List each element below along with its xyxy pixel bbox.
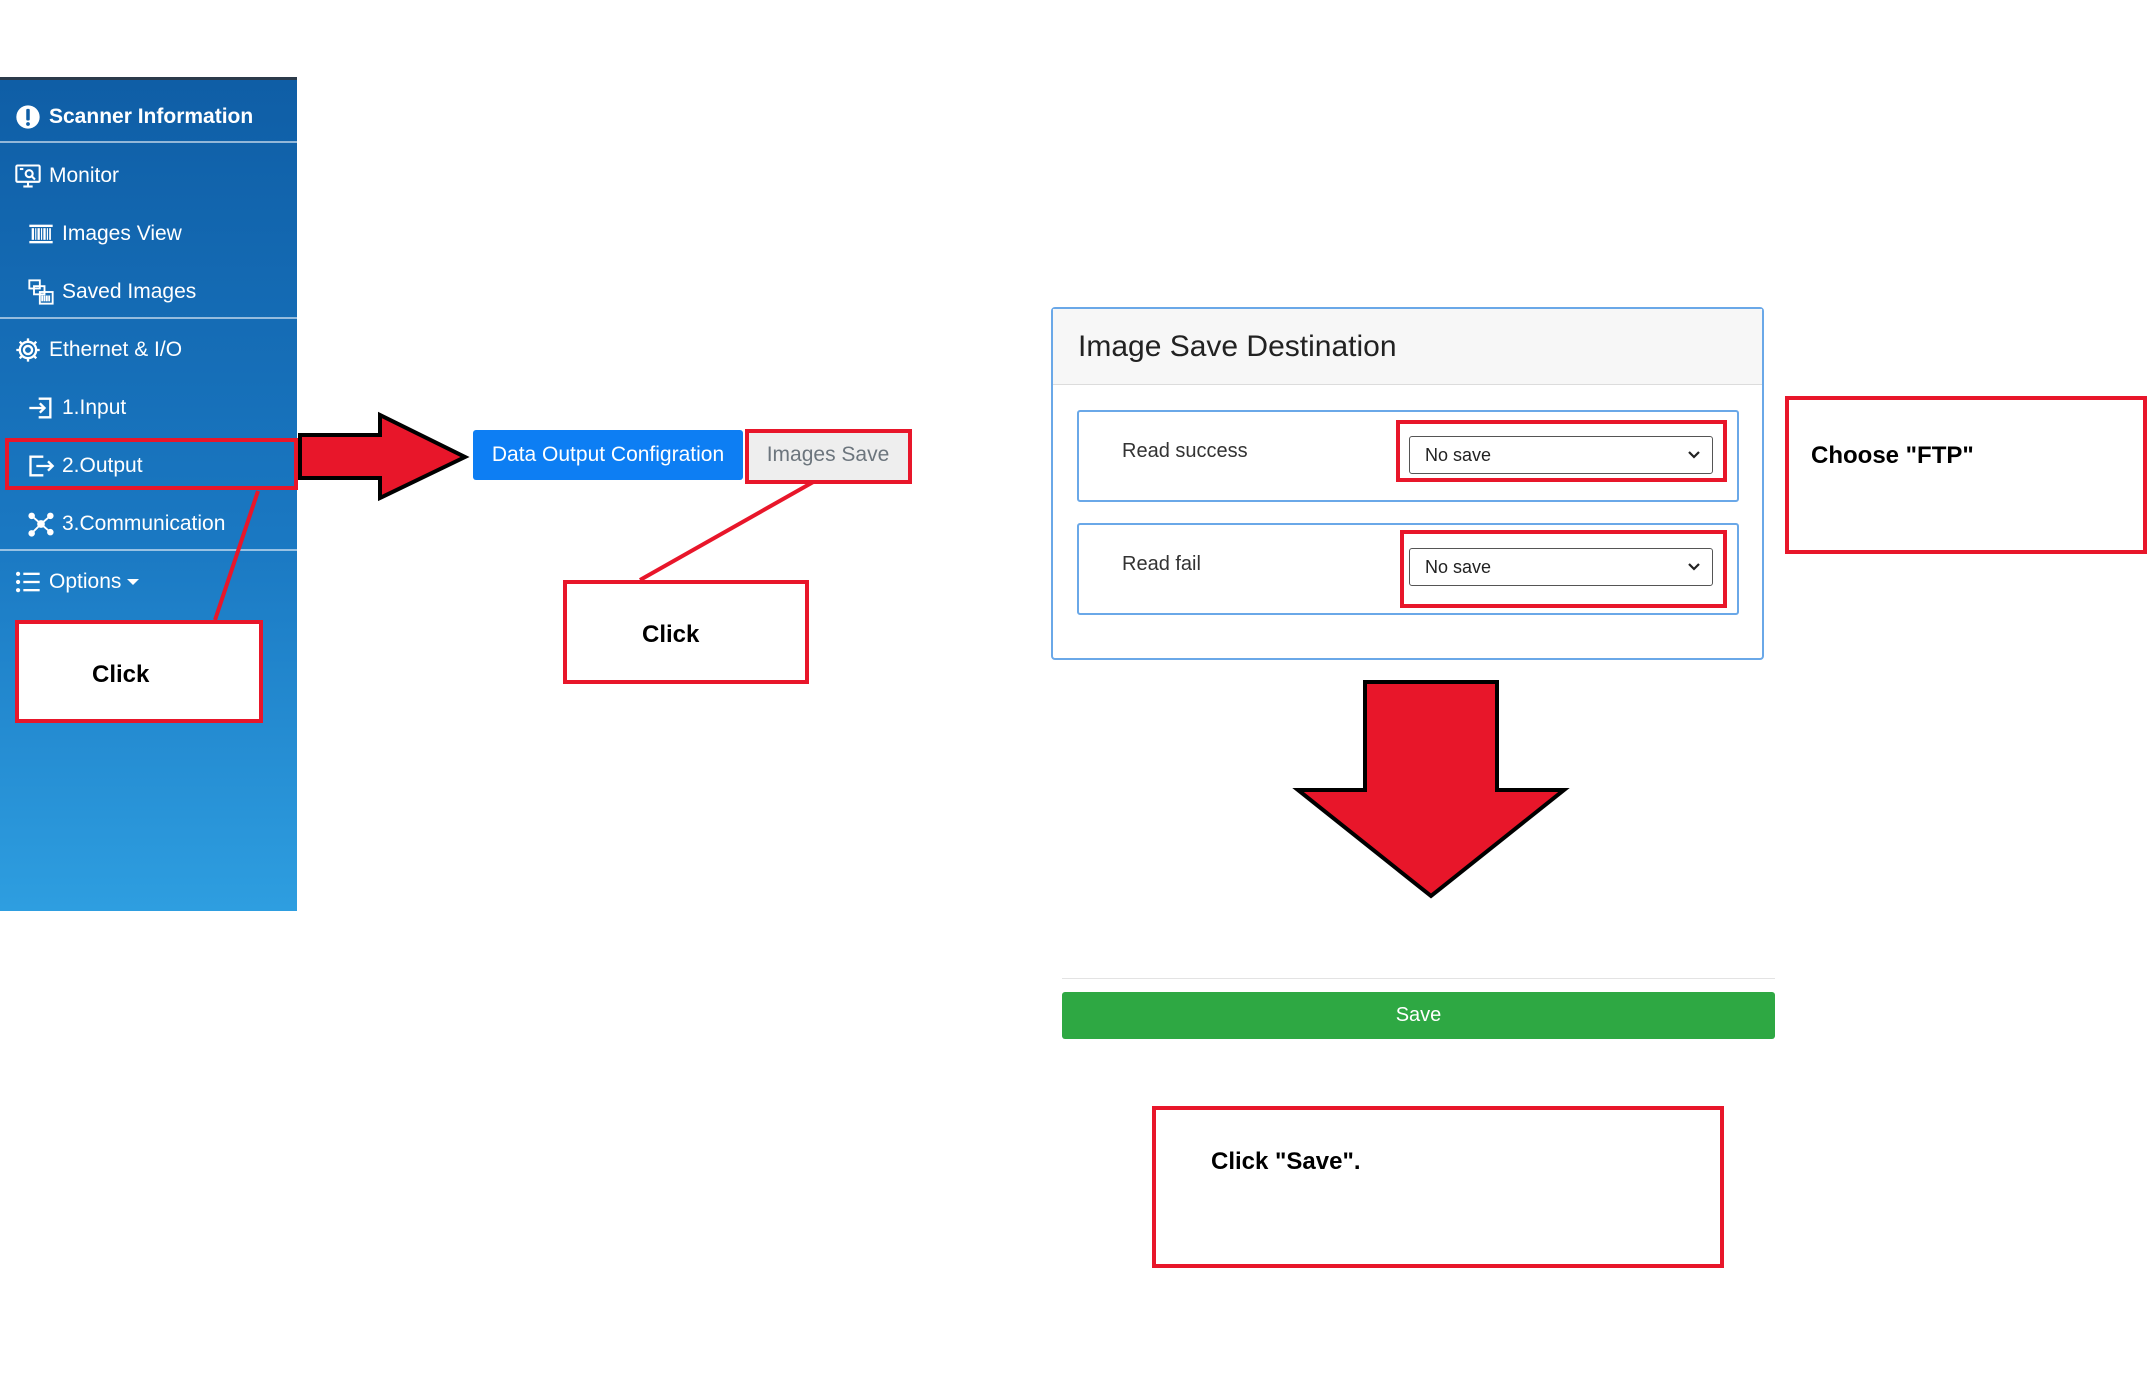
sidebar-item-label: Options: [49, 570, 122, 593]
barcode-icon: [26, 219, 56, 249]
sidebar-item-label: Images View: [62, 222, 182, 245]
image-save-destination-card: Image Save Destination Read success No s…: [1051, 307, 1764, 660]
sidebar-item-label: 3.Communication: [62, 512, 226, 535]
read-fail-row: Read fail No save: [1077, 523, 1739, 615]
images-save-highlight: [745, 429, 912, 484]
read-fail-select-highlight: [1400, 530, 1727, 608]
sidebar-item-label: Saved Images: [62, 280, 197, 303]
read-success-select-highlight: [1396, 420, 1727, 482]
annotation-click-sidebar: Click: [15, 620, 263, 723]
read-success-row: Read success No save: [1077, 410, 1739, 502]
sidebar-item-label: 2.Output: [62, 454, 143, 477]
sidebar-divider: [0, 317, 297, 319]
select-value: No save: [1425, 444, 1492, 465]
sidebar-divider: [0, 141, 297, 143]
annotation-text: Click "Save".: [1211, 1148, 1361, 1175]
read-success-label: Read success: [1122, 440, 1248, 462]
sidebar-item-label: Ethernet & I/O: [49, 338, 183, 361]
sidebar-title: Scanner Information: [49, 105, 254, 128]
sidebar-item-label: Monitor: [49, 164, 120, 187]
chevron-down-icon: [1688, 563, 1700, 571]
chevron-down-icon: [1688, 451, 1700, 459]
output-highlight: [5, 438, 298, 490]
sidebar-header[interactable]: Scanner Information: [0, 88, 297, 146]
sidebar-item-monitor[interactable]: Monitor: [0, 147, 297, 205]
annotation-text: Click: [642, 621, 700, 648]
card-title: Image Save Destination: [1053, 309, 1762, 385]
sidebar-item-saved-images[interactable]: Saved Images: [0, 263, 297, 321]
sidebar-item-communication[interactable]: 3.Communication: [0, 495, 297, 553]
sign-out-icon: [26, 451, 56, 481]
sidebar-item-input[interactable]: 1.Input: [0, 379, 297, 437]
list-icon: [13, 567, 43, 597]
caret-down-icon: [127, 579, 140, 585]
tab-images-save[interactable]: Images Save: [746, 430, 910, 480]
annotation-choose-ftp: Choose "FTP": [1785, 396, 2147, 554]
sidebar-item-images-view[interactable]: Images View: [0, 205, 297, 263]
read-fail-label: Read fail: [1122, 553, 1201, 575]
form-divider: [1062, 978, 1775, 979]
sidebar-divider: [0, 549, 297, 551]
sidebar-item-label: 1.Input: [62, 396, 127, 419]
sidebar: Scanner Information Monitor Images View …: [0, 77, 297, 911]
network-icon: [26, 509, 56, 539]
tab-data-output-configuration[interactable]: Data Output Configration: [473, 430, 743, 480]
info-icon: [13, 102, 43, 132]
saved-images-icon: [26, 277, 56, 307]
save-button[interactable]: Save: [1062, 992, 1775, 1039]
sidebar-item-output[interactable]: 2.Output: [0, 437, 297, 495]
annotation-text: Click: [92, 661, 150, 688]
gear-icon: [13, 335, 43, 365]
read-success-select[interactable]: No save: [1409, 436, 1713, 474]
annotation-click-tab: Click: [563, 580, 809, 684]
annotation-text: Choose "FTP": [1811, 442, 1974, 469]
sidebar-item-options[interactable]: Options: [0, 553, 297, 611]
annotation-click-save: Click "Save".: [1152, 1106, 1724, 1268]
read-fail-select[interactable]: No save: [1409, 548, 1713, 586]
monitor-icon: [13, 161, 43, 191]
sign-in-icon: [26, 393, 56, 423]
select-value: No save: [1425, 556, 1492, 577]
sidebar-item-ethernet-io[interactable]: Ethernet & I/O: [0, 321, 297, 379]
